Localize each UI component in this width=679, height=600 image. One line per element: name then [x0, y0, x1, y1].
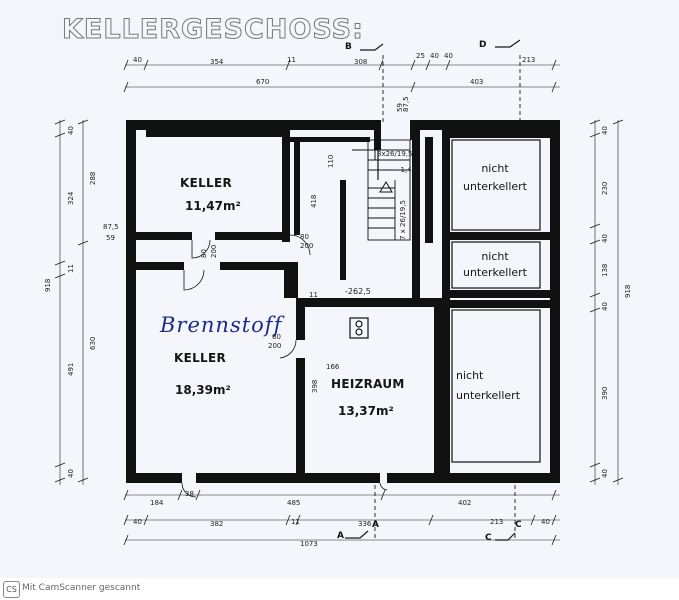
dim-inner-13: 11 — [309, 291, 318, 299]
dim-inner-8: 200 — [268, 342, 282, 350]
section-mark-c-right: C — [515, 520, 522, 530]
handwritten-note: Brennstoff — [160, 313, 283, 337]
dim-right-6: 918 — [624, 284, 632, 298]
stair-label-lower: 7 x 26/19,5 — [399, 200, 407, 240]
dim-bottom-7: 11 — [291, 518, 300, 526]
room-area-keller-1: 11,47m² — [185, 199, 241, 213]
dim-left-6: 918 — [44, 278, 52, 292]
dim-top-1: 40 — [133, 56, 142, 64]
floor-level: -262,5 — [345, 287, 371, 296]
dim-right-1: 40 — [601, 126, 609, 135]
dim-top-8: 213 — [522, 56, 536, 64]
dim-bottom-11: 1073 — [300, 540, 318, 548]
dim-bottom-4: 402 — [458, 499, 472, 507]
room-outline-nu1 — [451, 139, 541, 231]
dim-top-9: 670 — [256, 78, 270, 86]
dim-inner-10: 398 — [311, 379, 319, 393]
stair-level: -1,40 — [398, 166, 417, 174]
room-name-keller-2: KELLER — [174, 351, 227, 365]
room-name-nicht-unterkellert-3: nicht unterkellert — [456, 369, 521, 402]
dim-top-7: 40 — [444, 52, 453, 60]
dim-bottom-1: 184 — [150, 499, 164, 507]
section-mark-b: B — [345, 42, 352, 52]
dim-inner-12: 59 — [396, 103, 404, 112]
section-arrow-d — [495, 39, 521, 48]
room-name-keller-1: KELLER — [180, 176, 233, 190]
section-mark-a-right: A — [372, 520, 379, 530]
dim-inner-6: 200 — [210, 244, 218, 258]
scan-footer — [0, 578, 679, 600]
room-area-heizraum: 13,37m² — [338, 404, 394, 418]
boiler-symbol — [349, 317, 369, 339]
plan-title: KELLERGESCHOSS: — [62, 14, 364, 46]
dim-top-4: 308 — [354, 58, 368, 66]
dim-bottom-5: 40 — [133, 518, 142, 526]
dim-top-10: 403 — [470, 78, 484, 86]
dim-right-5: 40 — [601, 302, 609, 311]
dim-top-3: 11 — [287, 56, 296, 64]
dim-bottom-6: 382 — [210, 520, 224, 528]
walls — [126, 120, 560, 483]
dim-right-7: 390 — [601, 386, 609, 400]
stair — [352, 120, 411, 241]
room-outline-nu3 — [451, 309, 541, 463]
section-mark-a-left: A — [337, 531, 344, 541]
stair-label-upper: 3x26/19,5 — [377, 150, 413, 158]
section-arrow-a — [345, 530, 369, 539]
dim-inner-2: 418 — [310, 194, 318, 208]
dim-inner-3: 80 — [300, 233, 309, 241]
section-arrow-c — [495, 532, 516, 541]
room-name-nicht-unterkellert-1: nicht unterkellert — [462, 162, 527, 193]
dim-left-10: 40 — [67, 469, 75, 478]
dim-left-3: 288 — [89, 171, 97, 185]
room-name-nicht-unterkellert-2: nicht unterkellert — [462, 250, 527, 279]
door-swings — [181, 234, 388, 498]
dim-left-4: 87,5 — [103, 223, 119, 231]
dim-left-9: 630 — [89, 336, 97, 350]
dim-right-3: 40 — [601, 234, 609, 243]
section-mark-c-left: C — [485, 533, 492, 543]
dim-inner-5: 80 — [200, 249, 208, 258]
dim-left-5: 59 — [106, 234, 115, 242]
camscanner-text: Mit CamScanner gescannt — [22, 583, 141, 593]
dim-right-2: 230 — [601, 181, 609, 195]
dim-bottom-8: 336 — [358, 520, 372, 528]
dim-inner-1: 110 — [327, 154, 335, 168]
dim-inner-9: 166 — [326, 363, 340, 371]
dim-bottom-10: 40 — [541, 518, 550, 526]
dim-left-8: 491 — [67, 362, 75, 376]
dim-inner-7: 80 — [272, 333, 281, 341]
room-outline-nu2 — [451, 241, 541, 289]
section-arrow-b — [360, 43, 384, 51]
dim-inner-4: 200 — [300, 242, 314, 250]
dim-right-8: 40 — [601, 469, 609, 478]
dim-bottom-2: 38 — [185, 490, 194, 498]
camscanner-logo: CS — [3, 581, 20, 598]
room-area-keller-2: 18,39m² — [175, 383, 231, 397]
room-name-heizraum: HEIZRAUM — [331, 377, 405, 391]
dim-top-2: 354 — [210, 58, 224, 66]
dim-top-5: 25 — [416, 52, 425, 60]
dim-bottom-3: 485 — [287, 499, 301, 507]
dim-bottom-9: 213 — [490, 518, 504, 526]
dim-left-1: 40 — [67, 126, 75, 135]
section-mark-d: D — [479, 40, 487, 50]
dim-top-6: 40 — [430, 52, 439, 60]
dim-left-2: 324 — [67, 191, 75, 205]
dim-right-4: 138 — [601, 263, 609, 277]
dim-left-7: 11 — [67, 264, 75, 273]
